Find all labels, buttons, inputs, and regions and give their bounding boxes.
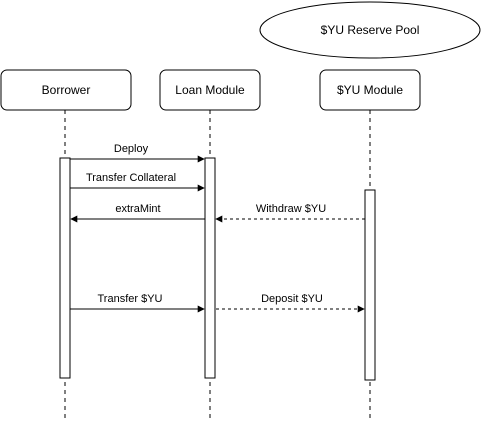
activations <box>59 157 376 381</box>
reserve-pool: $YU Reserve Pool <box>259 1 481 59</box>
message-deploy-label: Deploy <box>114 143 149 155</box>
participant-borrower-label: Borrower <box>42 83 91 97</box>
message-extramint: extraMint <box>70 203 205 223</box>
message-transfer-collateral-label: Transfer Collateral <box>86 172 176 184</box>
message-transfer-yu: Transfer $YU <box>70 293 205 313</box>
activation-borrower <box>59 157 71 379</box>
message-transfer-yu-label: Transfer $YU <box>97 293 162 305</box>
participant-loan-module: Loan Module <box>159 69 261 111</box>
activation-yu-module <box>364 189 376 381</box>
message-withdraw-yu-label: Withdraw $YU <box>256 203 326 215</box>
reserve-pool-label: $YU Reserve Pool <box>321 23 420 37</box>
lifelines <box>64 110 371 421</box>
participant-loan-module-label: Loan Module <box>175 83 245 97</box>
message-withdraw-yu: Withdraw $YU <box>215 203 365 223</box>
message-extramint-label: extraMint <box>115 203 160 215</box>
participant-yu-module: $YU Module <box>319 69 421 111</box>
participant-borrower: Borrower <box>0 69 132 111</box>
message-deposit-yu-label: Deposit $YU <box>261 293 323 305</box>
activation-loan-module <box>204 157 216 379</box>
message-deploy: Deploy <box>70 143 205 163</box>
participant-yu-module-label: $YU Module <box>337 83 403 97</box>
message-deposit-yu: Deposit $YU <box>216 293 365 313</box>
message-transfer-collateral: Transfer Collateral <box>70 172 205 192</box>
